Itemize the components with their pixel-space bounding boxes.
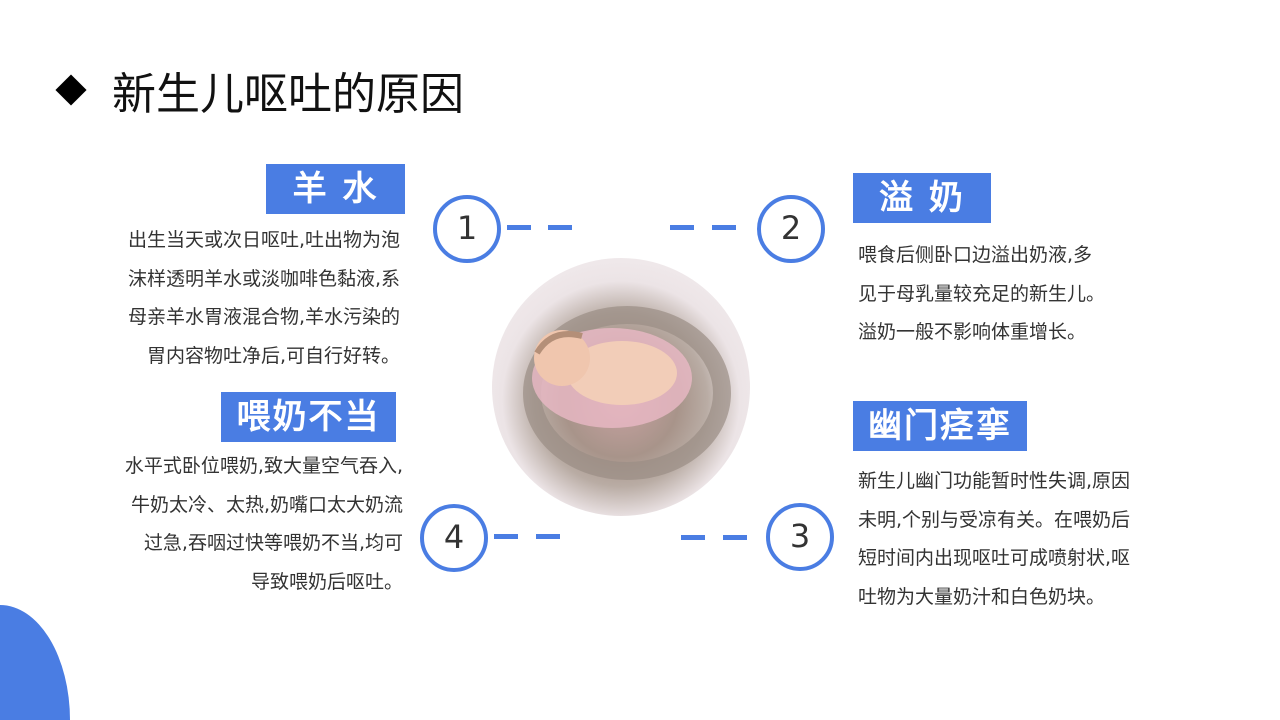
number-badge-3: 3 — [766, 503, 834, 571]
decorative-blue-shape — [0, 605, 70, 720]
text-pylorospasm: 新生儿幽门功能暂时性失调,原因 未明,个别与受凉有关。在喂奶后 短时间内出现呕吐… — [858, 462, 1130, 616]
number-badge-2: 2 — [757, 195, 825, 263]
connector-dash — [712, 225, 736, 230]
text-line: 短时间内出现呕吐可成喷射状,呕 — [858, 547, 1131, 569]
connector-dash — [494, 534, 518, 539]
text-amniotic-fluid: 出生当天或次日呕吐,吐出物为泡 沫样透明羊水或淡咖啡色黏液,系 母亲羊水胃液混合… — [60, 221, 400, 375]
text-line: 见于母乳量较充足的新生儿。 — [858, 282, 1106, 305]
connector-dash — [670, 225, 694, 230]
text-line: 溢奶一般不影响体重增长。 — [858, 321, 1087, 343]
newborn-photo — [492, 258, 750, 516]
text-line: 导致喂奶后呕吐。 — [250, 570, 403, 593]
label-milk-overflow: 溢 奶 — [853, 173, 991, 223]
diamond-bullet-icon — [55, 74, 87, 106]
number-badge-4: 4 — [420, 504, 488, 572]
label-amniotic-fluid: 羊 水 — [266, 164, 405, 214]
connector-dash — [548, 225, 572, 230]
text-improper-feeding: 水平式卧位喂奶,致大量空气吞入, 牛奶太冷、太热,奶嘴口太大奶流 过急,吞咽过快… — [60, 447, 403, 601]
label-improper-feeding: 喂奶不当 — [221, 392, 396, 442]
connector-dash — [681, 535, 705, 540]
label-pylorospasm: 幽门痉挛 — [853, 401, 1027, 451]
text-line: 沫样透明羊水或淡咖啡色黏液,系 — [127, 267, 400, 290]
connector-dash — [723, 535, 747, 540]
page-title: 新生儿呕吐的原因 — [112, 69, 464, 120]
text-line: 吐物为大量奶汁和白色奶块。 — [858, 585, 1106, 608]
number-badge-1: 1 — [433, 195, 501, 263]
text-line: 胃内容物吐净后,可自行好转。 — [146, 344, 400, 367]
baby-in-nest-image — [523, 306, 731, 480]
text-line: 新生儿幽门功能暂时性失调,原因 — [858, 470, 1131, 492]
text-line: 喂食后侧卧口边溢出奶液,多 — [858, 244, 1093, 266]
text-line: 出生当天或次日呕吐,吐出物为泡 — [127, 229, 400, 251]
text-line: 未明,个别与受凉有关。在喂奶后 — [858, 508, 1131, 531]
connector-dash — [536, 534, 560, 539]
text-line: 过急,吞咽过快等喂奶不当,均可 — [143, 532, 403, 554]
text-milk-overflow: 喂食后侧卧口边溢出奶液,多 见于母乳量较充足的新生儿。 溢奶一般不影响体重增长。 — [858, 236, 1105, 352]
text-line: 牛奶太冷、太热,奶嘴口太大奶流 — [130, 493, 403, 516]
connector-dash — [507, 225, 531, 230]
text-line: 母亲羊水胃液混合物,羊水污染的 — [127, 306, 400, 328]
text-line: 水平式卧位喂奶,致大量空气吞入, — [124, 455, 403, 477]
